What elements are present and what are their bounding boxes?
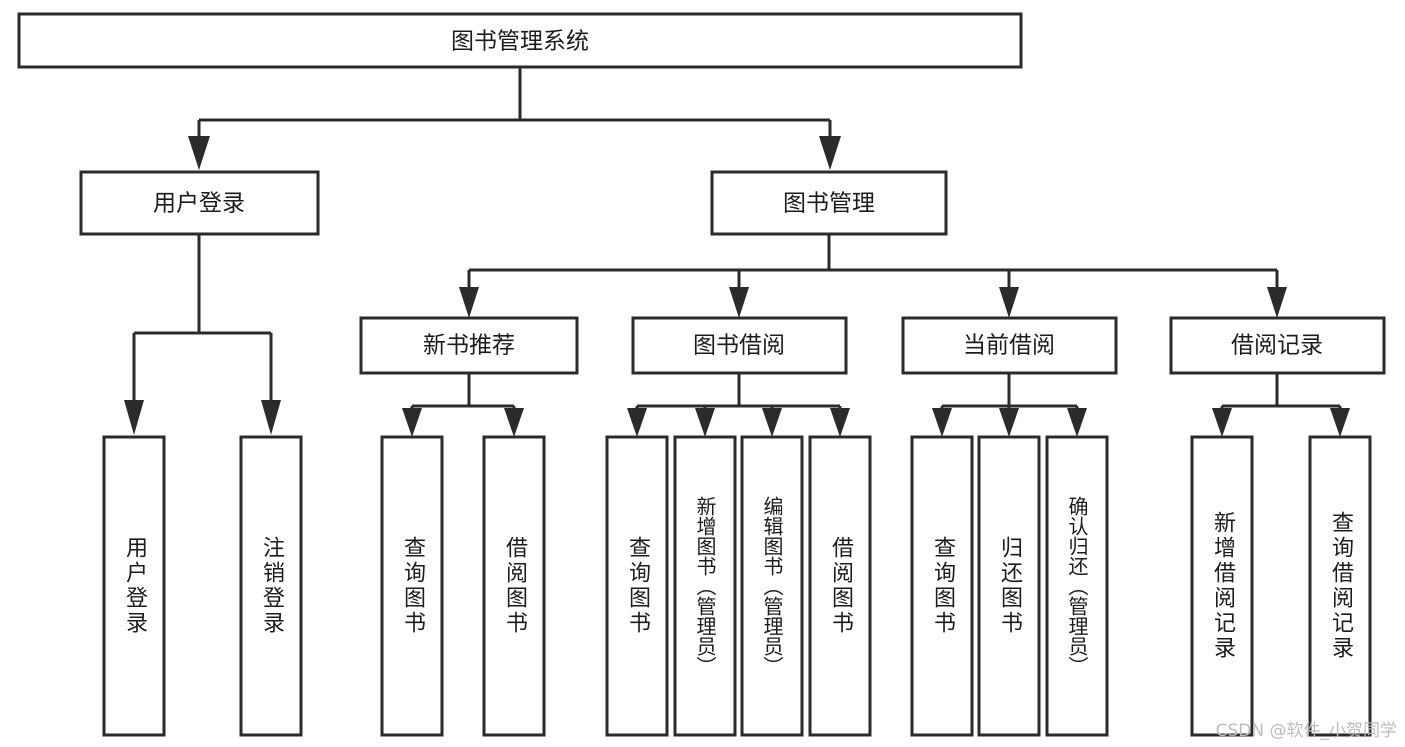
node-current-borrow-box[interactable] (901, 316, 1118, 375)
node-user-login[interactable]: 用户登录 (79, 170, 320, 236)
node-book-manage[interactable]: 图书管理 (710, 170, 948, 236)
connector-borrow-record-to-leaves (1212, 373, 1350, 437)
arrow-head-new-book-recommend (459, 287, 479, 318)
node-new-book-recommend[interactable]: 新书推荐 (359, 316, 579, 375)
arrow-head-leaf-add-book (695, 408, 715, 437)
node-book-manage-label: 图书管理 (783, 191, 875, 217)
connector-book-borrow-to-leaves (627, 373, 850, 437)
node-book-borrow[interactable]: 图书借阅 (631, 316, 848, 375)
node-borrow-record-label: 借阅记录 (1231, 333, 1323, 359)
node-current-borrow[interactable]: 当前借阅 (901, 316, 1118, 375)
connector-new-book-recommend-to-leaves (402, 373, 524, 437)
node-root-box[interactable] (17, 12, 1023, 69)
node-book-manage-box[interactable] (710, 170, 948, 236)
node-root[interactable]: 图书管理系统 (17, 12, 1023, 69)
leaf-box-query-book-1[interactable] (380, 435, 444, 737)
node-new-book-recommend-label: 新书推荐 (423, 333, 515, 359)
node-current-borrow-label: 当前借阅 (963, 333, 1055, 359)
arrow-head-leaf-edit-book (762, 408, 782, 437)
leaf-box-query-book-2[interactable] (605, 435, 669, 737)
node-book-borrow-label: 图书借阅 (693, 333, 785, 359)
arrow-head-current-borrow (999, 287, 1019, 318)
arrow-head-leaf-query-book-2 (627, 408, 647, 437)
connector-current-borrow-to-leaves (932, 373, 1087, 437)
node-user-login-label: 用户登录 (153, 191, 245, 217)
arrow-head-leaf-borrow-book-1 (504, 408, 524, 437)
arrow-head-leaf-user-logout (261, 400, 281, 435)
leaf-box-borrow-book-1[interactable] (482, 435, 546, 737)
arrow-head-leaf-query-book-1 (402, 408, 422, 437)
node-root-label: 图书管理系统 (451, 29, 589, 55)
leaf-box-query-record[interactable] (1308, 435, 1372, 737)
leaf-box-user-login[interactable] (102, 435, 166, 737)
arrow-head-borrow-record (1267, 287, 1287, 318)
arrow-head-leaf-query-record (1330, 408, 1350, 437)
arrow-head-book-borrow (729, 287, 749, 318)
arrow-head-leaf-query-book-3 (932, 408, 952, 437)
leaf-box-return-book[interactable] (977, 435, 1041, 737)
leaf-box-confirm-return[interactable] (1045, 435, 1109, 737)
arrow-head-leaf-borrow-book-2 (830, 408, 850, 437)
node-borrow-record-box[interactable] (1169, 316, 1386, 375)
connector-user-login-to-leaves (124, 234, 281, 435)
arrow-head-user-login (188, 136, 210, 170)
leaf-box-add-record[interactable] (1190, 435, 1254, 737)
leaf-box-query-book-3[interactable] (910, 435, 974, 737)
connector-root-to-level2 (188, 67, 841, 170)
node-borrow-record[interactable]: 借阅记录 (1169, 316, 1386, 375)
arrow-head-leaf-confirm-return (1067, 408, 1087, 437)
node-new-book-recommend-box[interactable] (359, 316, 579, 375)
leaf-box-add-book[interactable] (673, 435, 737, 737)
arrow-head-book-manage (819, 136, 841, 170)
node-book-borrow-box[interactable] (631, 316, 848, 375)
csdn-watermark: CSDN @软件_小贺同学 (1215, 721, 1397, 741)
leaf-box-edit-book[interactable] (740, 435, 804, 737)
leaf-box-borrow-book-2[interactable] (808, 435, 872, 737)
arrow-head-leaf-return-book (999, 408, 1019, 437)
leaf-box-user-logout[interactable] (239, 435, 303, 737)
arrow-head-leaf-add-record (1212, 408, 1232, 437)
arrow-head-leaf-user-login (124, 400, 144, 435)
connector-book-manage-to-level3 (459, 234, 1287, 318)
